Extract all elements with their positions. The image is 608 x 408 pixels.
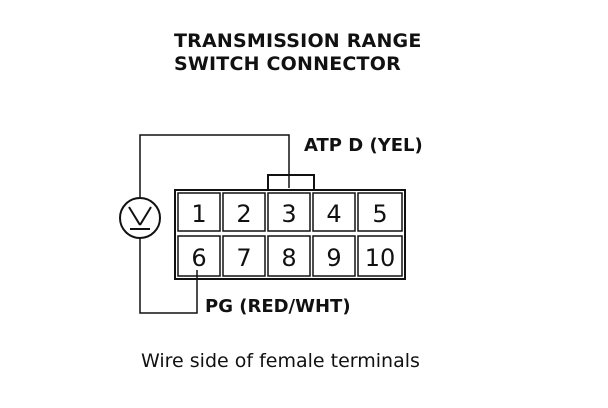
terminal-number-1: 1 — [191, 200, 206, 228]
atp-d-probe-wire — [139, 134, 290, 198]
terminal-numbers: 1 2 3 4 5 6 7 8 9 10 — [191, 200, 395, 272]
terminal-number-9: 9 — [326, 244, 341, 272]
terminal-number-3: 3 — [281, 200, 296, 228]
terminal-number-5: 5 — [372, 200, 387, 228]
terminal-cell-6 — [177, 235, 221, 277]
connector-body — [174, 189, 406, 280]
terminal-cell-5 — [357, 192, 403, 232]
diagram-caption: Wire side of female terminals — [141, 350, 420, 372]
terminal-number-2: 2 — [236, 200, 251, 228]
voltmeter-icon — [119, 197, 161, 239]
terminal-cell-3 — [267, 192, 311, 232]
terminal-cell-9 — [312, 235, 356, 277]
terminal-number-7: 7 — [236, 244, 251, 272]
pg-probe-wire — [139, 238, 198, 314]
terminal-cell-8 — [267, 235, 311, 277]
diagram-title: TRANSMISSION RANGE SWITCH CONNECTOR — [174, 30, 422, 76]
atp-d-wire-label: ATP D (YEL) — [304, 135, 423, 156]
terminal-cell-4 — [312, 192, 356, 232]
title-line-2: SWITCH CONNECTOR — [174, 53, 401, 75]
terminal-number-10: 10 — [365, 244, 396, 272]
terminal-number-4: 4 — [326, 200, 341, 228]
title-line-1: TRANSMISSION RANGE — [174, 30, 422, 52]
terminal-cell-2 — [222, 192, 266, 232]
terminal-cell-1 — [177, 192, 221, 232]
pg-wire-label: PG (RED/WHT) — [205, 296, 351, 317]
terminal-cell-10 — [357, 235, 403, 277]
terminal-cells-top-row — [177, 192, 403, 232]
connector-latch-tab — [267, 174, 315, 191]
terminal-cell-7 — [222, 235, 266, 277]
terminal-cells-bottom-row — [177, 235, 403, 277]
terminal-number-8: 8 — [281, 244, 296, 272]
terminal-number-6: 6 — [191, 244, 206, 272]
